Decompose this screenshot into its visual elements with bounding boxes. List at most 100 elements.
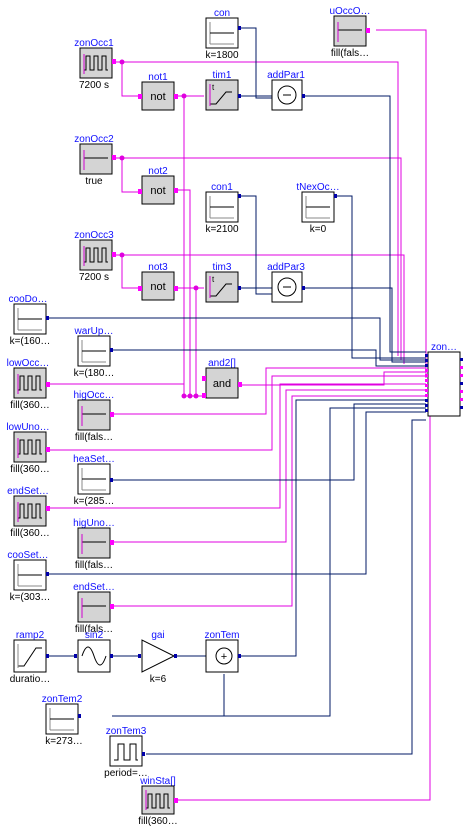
block-name: endSet… [73, 582, 115, 593]
block-param: fill(360… [138, 816, 177, 827]
block-param: k=6 [150, 674, 167, 685]
boolean-constant-icon [77, 591, 111, 623]
block-name: uOccO… [329, 6, 370, 17]
ramp-icon [13, 639, 47, 673]
block-param: k=273… [45, 736, 83, 747]
block-name: not3 [148, 262, 168, 273]
add-parameter-icon [271, 271, 303, 303]
block-name: con [214, 8, 230, 19]
block-name: zonTem3 [106, 726, 147, 737]
block-con[interactable]: con k=1800 [205, 8, 241, 61]
block-param: duratio… [10, 674, 51, 685]
block-name: endSet… [7, 486, 49, 497]
block-param: k=(285… [74, 496, 115, 507]
block-param: 7200 s [79, 272, 109, 283]
timer-icon [205, 79, 239, 111]
block-param: k=(160… [10, 336, 51, 347]
block-param: k=1800 [205, 50, 239, 61]
not-gate-icon [141, 175, 175, 205]
block-param: 7200 s [79, 80, 109, 91]
controller-icon [427, 351, 461, 417]
block-lowUno[interactable]: lowUno… fill(360… [6, 422, 50, 475]
block-name: addPar1 [267, 70, 305, 81]
block-endSet-pulse[interactable]: endSet… fill(360… [7, 486, 50, 539]
block-param: fill(fals… [75, 624, 113, 635]
connection-wires [48, 27, 431, 801]
block-zonTem[interactable]: zonTem + [204, 630, 241, 673]
block-name: zon… [431, 342, 457, 353]
block-zonOcc1[interactable]: zonOcc1 7200 s [74, 38, 116, 91]
timer-icon [205, 271, 239, 303]
block-sin2[interactable]: sin2 [74, 630, 113, 673]
block-name: zonOcc1 [74, 38, 114, 49]
block-heaSet[interactable]: heaSet… k=(285… [73, 454, 115, 507]
block-name: cooDo… [9, 294, 48, 305]
block-zonOcc3[interactable]: zonOcc3 7200 s [74, 230, 116, 283]
block-con1[interactable]: con1 k=2100 [205, 182, 241, 235]
block-param: fill(360… [10, 400, 49, 411]
block-cooSet[interactable]: cooSet… k=(303… [7, 550, 50, 603]
block-param: k=(303… [10, 592, 51, 603]
block-addPar1[interactable]: addPar1 [267, 70, 305, 111]
block-winSta[interactable]: winSta[] fill(360… [138, 776, 178, 827]
block-name: and2[] [208, 358, 236, 369]
svg-text:t: t [212, 83, 215, 92]
block-name: not2 [148, 166, 168, 177]
block-addPar3[interactable]: addPar3 [267, 262, 305, 303]
block-gai[interactable]: gai k=6 [138, 630, 177, 685]
block-tim3[interactable]: tim3 t [205, 262, 241, 303]
block-name: con1 [211, 182, 233, 193]
block-name: lowUno… [6, 422, 49, 433]
add-sign: + [221, 651, 227, 663]
block-name: zonTem [204, 630, 239, 641]
boolean-constant-icon [77, 399, 111, 431]
pulse-boolean-icon [141, 785, 175, 815]
block-param: period=… [104, 768, 148, 779]
block-ramp2[interactable]: ramp2 duratio… [10, 630, 51, 685]
pulse-icon [109, 735, 143, 767]
pulse-boolean-icon [13, 367, 47, 399]
pulse-boolean-icon [79, 47, 113, 79]
block-higUno[interactable]: higUno… fill(fals… [73, 518, 115, 571]
block-zonTem2[interactable]: zonTem2 k=273… [42, 694, 83, 747]
block-cooDo[interactable]: cooDo… k=(160… [9, 294, 51, 347]
block-name: tim1 [213, 70, 232, 81]
block-tim1[interactable]: tim1 t [205, 70, 241, 111]
block-warUp[interactable]: warUp… k=(180… [74, 326, 115, 379]
pulse-boolean-icon [79, 239, 113, 271]
block-name: zonOcc2 [74, 134, 114, 145]
block-endSet-constant[interactable]: endSet… fill(fals… [73, 582, 115, 635]
block-not3[interactable]: not3 not [138, 262, 178, 301]
gate-label: not [150, 91, 165, 103]
controller-input-ports [425, 354, 428, 412]
block-higOcc[interactable]: higOcc… fill(fals… [73, 390, 114, 443]
block-name: tim3 [213, 262, 232, 273]
block-not1[interactable]: not1 not [138, 72, 178, 111]
block-zonOcc2[interactable]: zonOcc2 true [74, 134, 116, 187]
block-name: winSta[] [139, 776, 176, 787]
block-not2[interactable]: not2 not [138, 166, 178, 205]
block-uOccO[interactable]: uOccO… fill(fals… [329, 6, 370, 59]
pulse-boolean-icon [13, 495, 47, 527]
block-name: higUno… [73, 518, 115, 529]
boolean-constant-icon [77, 527, 111, 559]
block-param: fill(fals… [75, 560, 113, 571]
block-name: ramp2 [16, 630, 45, 641]
block-and2[interactable]: and2[] and [202, 358, 242, 399]
gate-label: not [150, 185, 165, 197]
block-zonTem3[interactable]: zonTem3 period=… [104, 726, 148, 779]
block-name: sin2 [85, 630, 104, 641]
block-lowOcc[interactable]: lowOcc… fill(360… [7, 358, 50, 411]
block-param: fill(fals… [75, 432, 113, 443]
block-zon[interactable]: zon… [425, 342, 463, 417]
block-name: warUp… [74, 326, 114, 337]
gate-label: and [213, 378, 231, 390]
block-param: k=(180… [74, 368, 115, 379]
block-tNexOc[interactable]: tNexOc… k=0 [296, 182, 339, 235]
block-param: k=0 [310, 224, 327, 235]
junction-dots [119, 59, 199, 399]
boolean-constant-icon [79, 143, 113, 175]
block-name: zonTem2 [42, 694, 83, 705]
block-name: heaSet… [73, 454, 115, 465]
block-param: k=2100 [205, 224, 239, 235]
